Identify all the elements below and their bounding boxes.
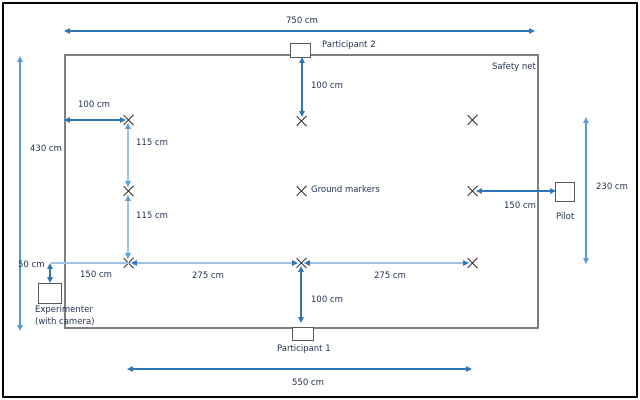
offset-participant-1-arrowhead [297, 317, 304, 323]
ground-marker-x [295, 185, 308, 198]
offset-participant-2-label: 100 cm [311, 81, 343, 91]
spacing-bottom-left-arrowhead [292, 259, 298, 266]
offset-pilot-arrowhead [550, 187, 556, 194]
participant-2-label: Participant 2 [322, 40, 376, 50]
offset-top-left-arrowhead [120, 116, 126, 123]
safety-net-label: Safety net [492, 62, 536, 72]
ground-markers-label: Ground markers [311, 185, 380, 195]
ground-marker-x [466, 114, 479, 127]
width-top-arrowhead [64, 27, 70, 34]
offset-experimenter-line [49, 267, 51, 279]
height-left-arrowhead [16, 325, 23, 331]
experimenter-link-line [51, 262, 129, 264]
offset-experimenter-arrowhead [46, 263, 53, 269]
spacing-bottom-right-arrowhead [304, 259, 310, 266]
spacing-left-lower-line [127, 199, 129, 255]
spacing-left-lower-arrowhead [124, 253, 131, 259]
participant-2-box [290, 43, 311, 58]
height-right-arrowhead [582, 117, 589, 123]
height-right-label: 230 cm [596, 182, 628, 192]
spacing-bottom-right-label: 275 cm [374, 271, 406, 281]
offset-top-left-line [68, 119, 122, 121]
pilot-box [555, 182, 575, 202]
width-bottom-arrowhead [127, 365, 133, 372]
spacing-bottom-right-arrowhead [463, 259, 469, 266]
offset-top-left-label: 100 cm [78, 100, 110, 110]
offset-participant-2-arrowhead [298, 57, 305, 63]
participant-1-label: Participant 1 [277, 344, 331, 354]
spacing-left-upper-label: 115 cm [136, 138, 168, 148]
height-right-line [585, 121, 587, 260]
width-bottom-label: 550 cm [292, 378, 324, 388]
spacing-bottom-left-label: 275 cm [192, 271, 224, 281]
offset-pilot-label: 150 cm [504, 201, 536, 211]
width-bottom-arrowhead [466, 365, 472, 372]
width-top-line [68, 30, 531, 32]
spacing-left-upper-arrowhead [124, 181, 131, 187]
offset-participant-1-arrowhead [297, 266, 304, 272]
participant-1-box [292, 327, 314, 341]
experimenter-label: Experimenter [35, 305, 93, 315]
spacing-left-upper-line [127, 127, 129, 183]
width-bottom-line [131, 368, 468, 370]
spacing-left-upper-arrowhead [124, 123, 131, 129]
experimenter-box [38, 283, 62, 304]
height-right-arrowhead [582, 258, 589, 264]
offset-participant-2-line [301, 61, 303, 113]
offset-experimenter-label: 50 cm [18, 260, 45, 270]
offset-pilot-arrowhead [476, 187, 482, 194]
offset-bottom-left-label: 150 cm [80, 270, 112, 280]
pilot-label: Pilot [556, 212, 575, 222]
height-left-line [19, 60, 21, 327]
height-left-label: 430 cm [30, 144, 62, 154]
spacing-bottom-right-line [308, 262, 465, 264]
offset-experimenter-arrowhead [46, 277, 53, 283]
spacing-bottom-left-line [135, 262, 294, 264]
offset-participant-1-line [300, 270, 302, 319]
width-top-label: 750 cm [286, 16, 318, 26]
spacing-left-lower-label: 115 cm [136, 211, 168, 221]
spacing-bottom-left-arrowhead [131, 259, 137, 266]
offset-participant-1-label: 100 cm [311, 295, 343, 305]
width-top-arrowhead [529, 27, 535, 34]
spacing-left-lower-arrowhead [124, 195, 131, 201]
offset-participant-2-arrowhead [298, 111, 305, 117]
offset-top-left-arrowhead [64, 116, 70, 123]
offset-pilot-line [480, 190, 552, 192]
experimenter-camera-label: (with camera) [35, 317, 95, 327]
height-left-arrowhead [16, 56, 23, 62]
